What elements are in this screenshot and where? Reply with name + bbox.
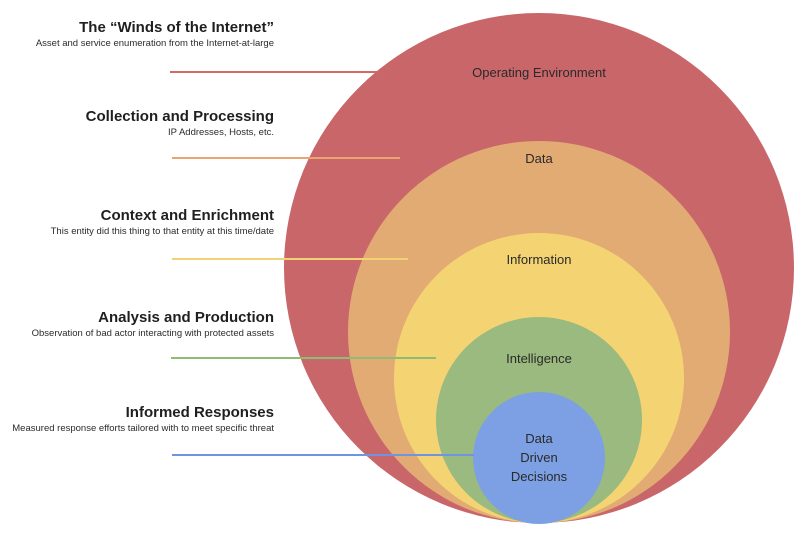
ring-label-decisions-line-2: Driven (520, 450, 558, 465)
stage-subtitle: Measured response efforts tailored with … (12, 423, 274, 434)
stage-subtitle: Observation of bad actor interacting wit… (31, 328, 274, 339)
ring-label-decisions-line-1: Data (525, 431, 553, 446)
stage-subtitle: Asset and service enumeration from the I… (35, 38, 274, 49)
stage-title: Collection and Processing (85, 108, 274, 125)
stage-subtitle: This entity did this thing to that entit… (50, 226, 274, 237)
stage-title: The “Winds of the Internet” (79, 19, 274, 36)
stage-analysis-production: Analysis and Production Observation of b… (32, 309, 274, 340)
ring-label-intelligence: Intelligence (506, 351, 572, 366)
stage-context-enrichment: Context and Enrichment This entity did t… (51, 207, 274, 238)
ring-label-decisions-line-3: Decisions (511, 469, 568, 484)
stage-subtitle: IP Addresses, Hosts, etc. (168, 127, 274, 138)
ring-label-operating-environment: Operating Environment (472, 65, 606, 80)
ring-label-information: Information (506, 252, 571, 267)
stage-title: Analysis and Production (98, 309, 274, 326)
stage-title: Informed Responses (125, 404, 274, 421)
stage-collection-processing: Collection and Processing IP Addresses, … (86, 108, 274, 139)
stage-title: Context and Enrichment (100, 207, 274, 224)
stage-informed-responses: Informed Responses Measured response eff… (12, 404, 274, 435)
ring-label-data: Data (525, 151, 553, 166)
ring-decisions (473, 392, 605, 524)
stage-winds-of-internet: The “Winds of the Internet” Asset and se… (36, 19, 274, 50)
